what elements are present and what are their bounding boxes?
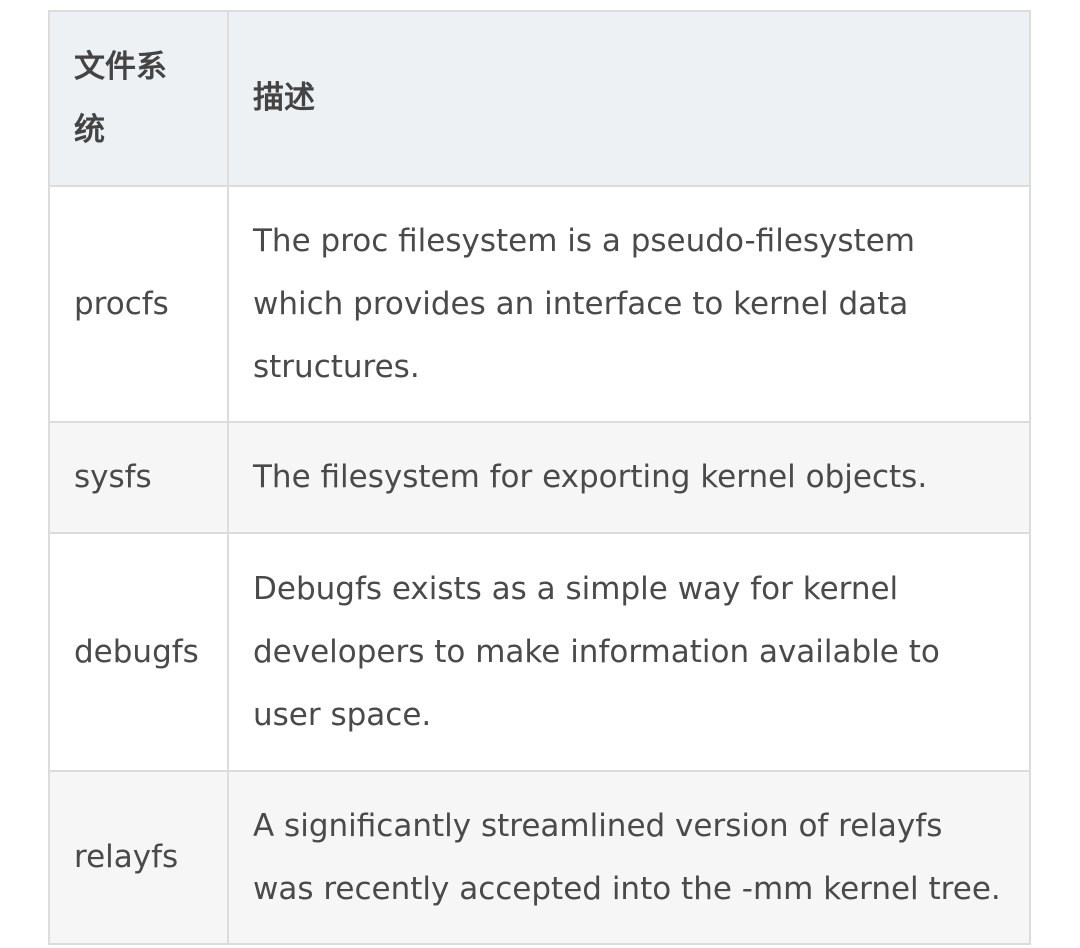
table-row: debugfs Debugfs exists as a simple way f… [48, 532, 1031, 772]
header-description: 描述 [227, 10, 1031, 187]
table-row: sysfs The filesystem for exporting kerne… [48, 421, 1031, 534]
cell-description: The filesystem for exporting kernel obje… [227, 421, 1031, 534]
cell-description: Debugfs exists as a simple way for kerne… [227, 532, 1031, 772]
table-row: relayfs A significantly streamlined vers… [48, 770, 1031, 945]
header-filesystem: 文件系统 [48, 10, 229, 187]
cell-description: The proc filesystem is a pseudo-filesyst… [227, 185, 1031, 423]
cell-description: A significantly streamlined version of r… [227, 770, 1031, 945]
cell-filesystem: procfs [48, 185, 229, 423]
cell-filesystem: sysfs [48, 421, 229, 534]
cell-filesystem: debugfs [48, 532, 229, 772]
table-header-row: 文件系统 描述 [48, 10, 1031, 187]
cell-filesystem: relayfs [48, 770, 229, 945]
table-row: procfs The proc filesystem is a pseudo-f… [48, 185, 1031, 423]
filesystem-table: 文件系统 描述 procfs The proc filesystem is a … [48, 10, 1031, 945]
